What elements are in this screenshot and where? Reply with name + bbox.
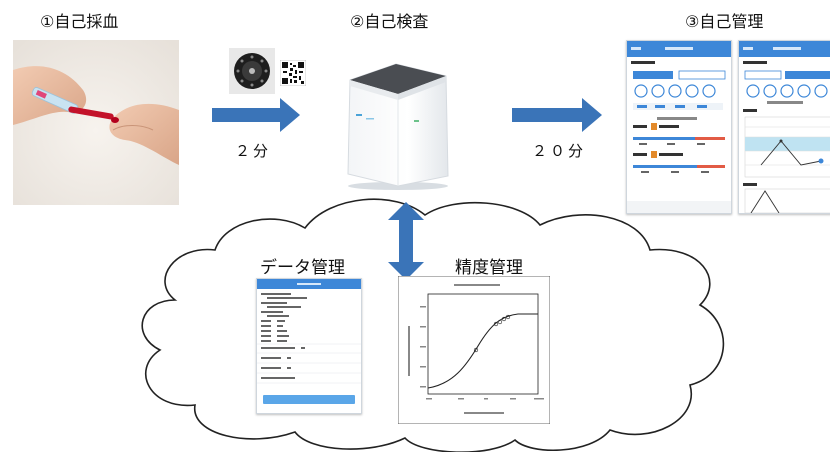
data-management-screen-content bbox=[257, 279, 361, 404]
analyzer-device-image bbox=[347, 63, 449, 190]
step-1-title: ①自己採血 bbox=[40, 12, 119, 31]
sync-arrow bbox=[388, 202, 424, 280]
duration-label-20min: ２０分 bbox=[532, 142, 587, 160]
self-management-screen-graph bbox=[738, 40, 830, 214]
graph-screen-content bbox=[739, 41, 830, 213]
data-management-title: データ管理 bbox=[260, 258, 345, 278]
data-management-screen bbox=[256, 278, 362, 414]
blood-sampling-photo bbox=[13, 40, 179, 205]
flow-arrow-1 bbox=[212, 98, 300, 132]
flow-arrow-2 bbox=[512, 98, 602, 132]
calibration-curve-chart bbox=[398, 276, 550, 424]
duration-label-2min: ２分 bbox=[235, 142, 272, 160]
precision-management-title: 精度管理 bbox=[455, 258, 523, 278]
self-management-screen-results bbox=[626, 40, 732, 214]
test-cartridge-image bbox=[229, 48, 275, 94]
results-screen-content bbox=[627, 41, 731, 213]
qr-code-icon bbox=[280, 60, 306, 86]
step-2-title: ②自己検査 bbox=[350, 12, 429, 31]
step-3-title: ③自己管理 bbox=[685, 12, 764, 31]
